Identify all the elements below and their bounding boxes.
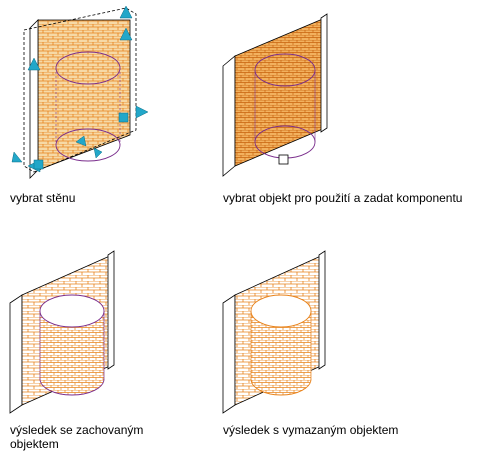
wall-face[interactable] [37, 19, 131, 171]
grip-arrow-icon[interactable] [11, 151, 23, 163]
selection-outline [23, 7, 137, 173]
square-grip-icon[interactable] [33, 159, 44, 170]
square-grip-icon[interactable] [118, 112, 129, 123]
wall-side [29, 19, 39, 179]
caption-select-wall: vybrat stěnu [10, 191, 76, 205]
result-erased-drawing [222, 250, 326, 414]
cylinder-body [251, 311, 311, 395]
wall-with-grips-drawing [11, 5, 149, 179]
caption-result-erased: výsledek s vymazaným objektem [223, 423, 399, 437]
result-kept-drawing [9, 250, 115, 414]
caption-select-object: vybrat objekt pro použití a zadat kompon… [223, 191, 463, 205]
grip-arrow-icon[interactable] [93, 147, 103, 159]
cylinder-top [39, 294, 105, 328]
grip-arrow-icon[interactable] [119, 5, 133, 19]
panel-result-kept [0, 245, 140, 415]
grip-arrow-icon[interactable] [119, 27, 133, 41]
square-grip-icon[interactable] [278, 154, 289, 165]
grip-arrow-icon[interactable] [27, 57, 41, 71]
cylinder-body [40, 311, 104, 395]
wall-with-object-drawing [222, 13, 328, 177]
grip-arrow-icon[interactable] [75, 135, 87, 147]
caption-result-kept: výsledek se zachovaným objektem [10, 423, 144, 451]
cylinder-top [250, 294, 312, 328]
wall-face[interactable] [234, 17, 326, 167]
grip-arrow-icon[interactable] [135, 105, 149, 119]
panel-select-object [215, 0, 335, 185]
panel-select-wall [0, 0, 180, 185]
panel-result-erased [215, 245, 335, 415]
